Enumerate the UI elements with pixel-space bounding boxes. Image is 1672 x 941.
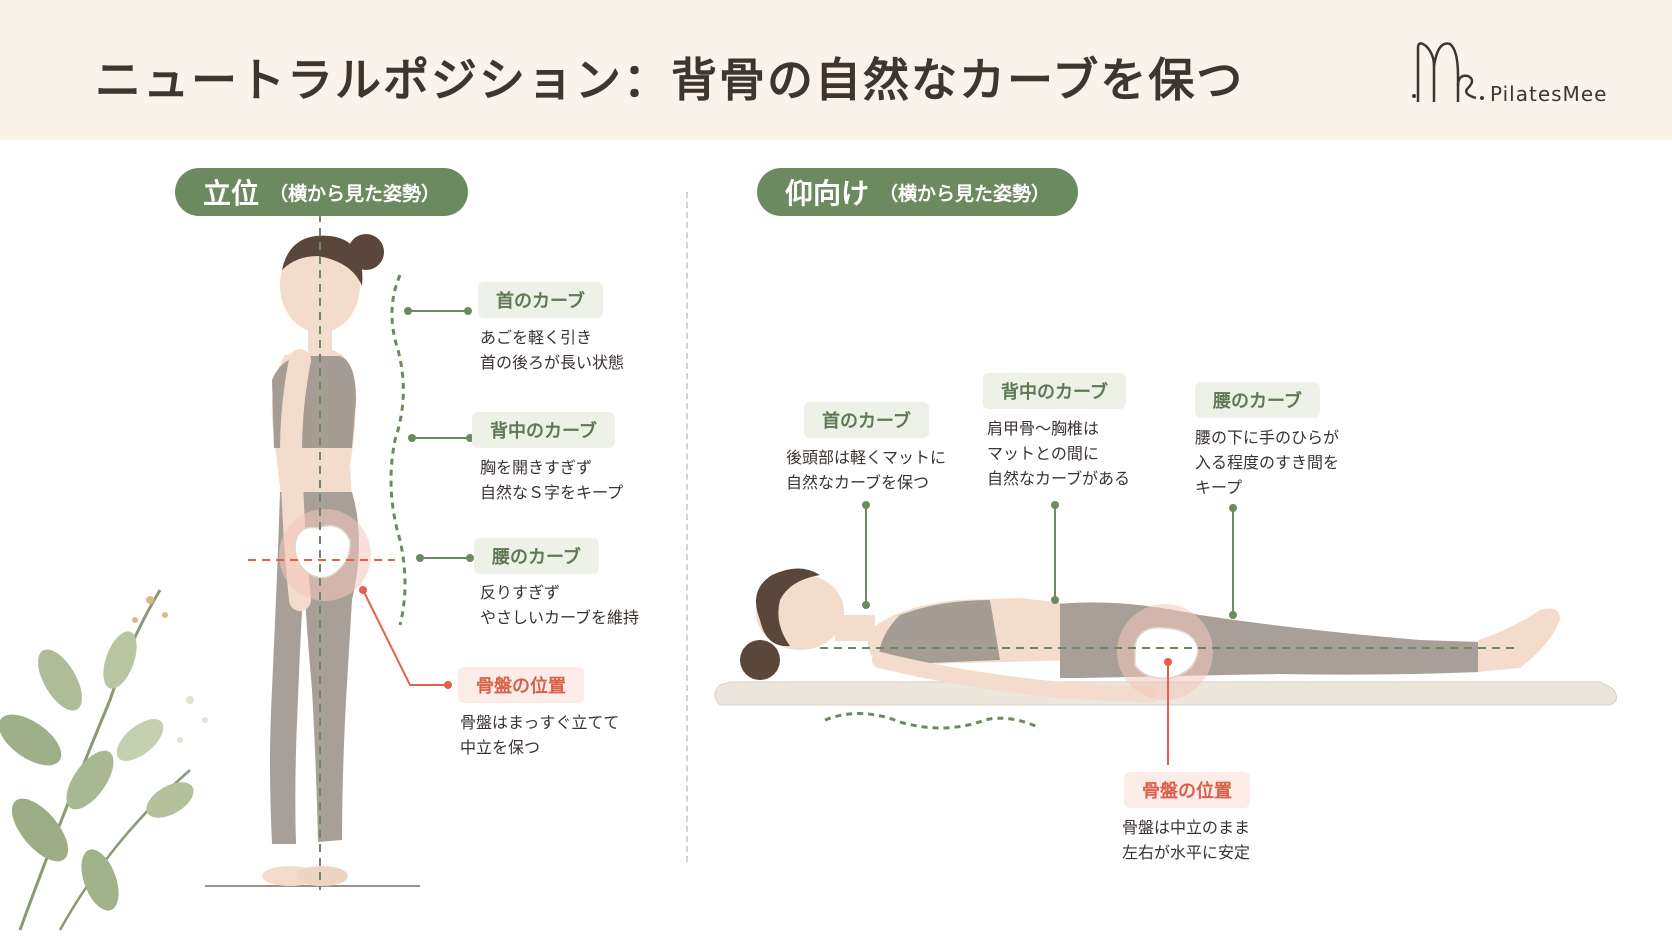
desc-line: キープ [1195, 478, 1243, 497]
standing-back-desc: 胸を開きすぎず 自然なＳ字をキープ [480, 455, 623, 505]
supine-lumbar-tag: 腰のカーブ [1195, 382, 1320, 418]
logo-text: PilatesMee [1490, 82, 1608, 106]
desc-line: 自然なカーブを保つ [786, 473, 930, 492]
standing-heading: 立位 [203, 177, 260, 210]
supine-heading: 仰向け [785, 177, 870, 210]
supine-back-tag: 背中のカーブ [983, 373, 1126, 409]
supine-neck-desc: 後頭部は軽くマットに 自然なカーブを保つ [786, 445, 946, 495]
supine-back-desc: 肩甲骨〜胸椎は マットとの間に 自然なカーブがある [987, 416, 1130, 491]
standing-spine-curve [389, 274, 407, 626]
desc-line: あごを軽く引き [480, 328, 593, 347]
desc-line: 自然なＳ字をキープ [480, 483, 624, 502]
desc-line: 肩甲骨〜胸椎は [987, 419, 1100, 438]
standing-leader-lines [359, 307, 474, 689]
desc-line: 左右が水平に安定 [1122, 843, 1251, 862]
supine-lumbar-desc: 腰の下に手のひらが 入る程度のすき間を キープ [1195, 425, 1339, 500]
desc-line: 骨盤はまっすぐ立てて [460, 713, 620, 732]
standing-neck-tag: 首のカーブ [478, 282, 603, 318]
standing-lumbar-desc: 反りすぎず やさしいカーブを維持 [480, 580, 639, 630]
standing-figure [205, 200, 420, 890]
header-band: ニュートラルポジション：背骨の自然なカーブを保つ PilatesMee [0, 0, 1672, 140]
supine-heading-pill: 仰向け （横から見た姿勢） [757, 168, 1079, 216]
desc-line: やさしいカーブを維持 [480, 608, 640, 627]
desc-line: 自然なカーブがある [987, 469, 1131, 488]
supine-leader-lines [862, 501, 1237, 765]
desc-line: 入る程度のすき間を [1195, 453, 1340, 472]
standing-pelvis-tag: 骨盤の位置 [458, 667, 584, 703]
standing-lumbar-tag: 腰のカーブ [474, 538, 599, 574]
supine-pelvis-desc: 骨盤は中立のまま 左右が水平に安定 [1122, 815, 1250, 865]
supine-subheading: （横から見た姿勢） [879, 182, 1051, 205]
standing-neck-desc: あごを軽く引き 首の後ろが長い状態 [480, 325, 624, 375]
desc-line: 胸を開きすぎず [480, 458, 593, 477]
desc-line: 首の後ろが長い状態 [480, 353, 625, 372]
standing-back-tag: 背中のカーブ [472, 412, 615, 448]
plant-decoration-icon [0, 589, 208, 931]
desc-line: 腰の下に手のひらが [1195, 428, 1340, 447]
desc-line: マットとの間に [987, 444, 1099, 463]
page-title: ニュートラルポジション：背骨の自然なカーブを保つ [95, 53, 1245, 107]
desc-line: 骨盤は中立のまま [1122, 818, 1251, 837]
desc-line: 後頭部は軽くマットに [786, 448, 947, 467]
supine-neck-tag: 首のカーブ [804, 402, 929, 438]
center-divider [686, 192, 688, 862]
logo-mark-icon [1412, 42, 1484, 102]
supine-figure [714, 568, 1617, 706]
supine-spine-curve [824, 711, 1041, 730]
standing-heading-pill: 立位 （横から見た姿勢） [175, 168, 469, 216]
desc-line: 反りすぎず [480, 583, 561, 602]
desc-line: 中立を保つ [460, 738, 541, 757]
standing-subheading: （横から見た姿勢） [269, 182, 441, 205]
standing-pelvis-desc: 骨盤はまっすぐ立てて 中立を保つ [460, 710, 619, 760]
supine-pelvis-tag: 骨盤の位置 [1124, 772, 1250, 808]
